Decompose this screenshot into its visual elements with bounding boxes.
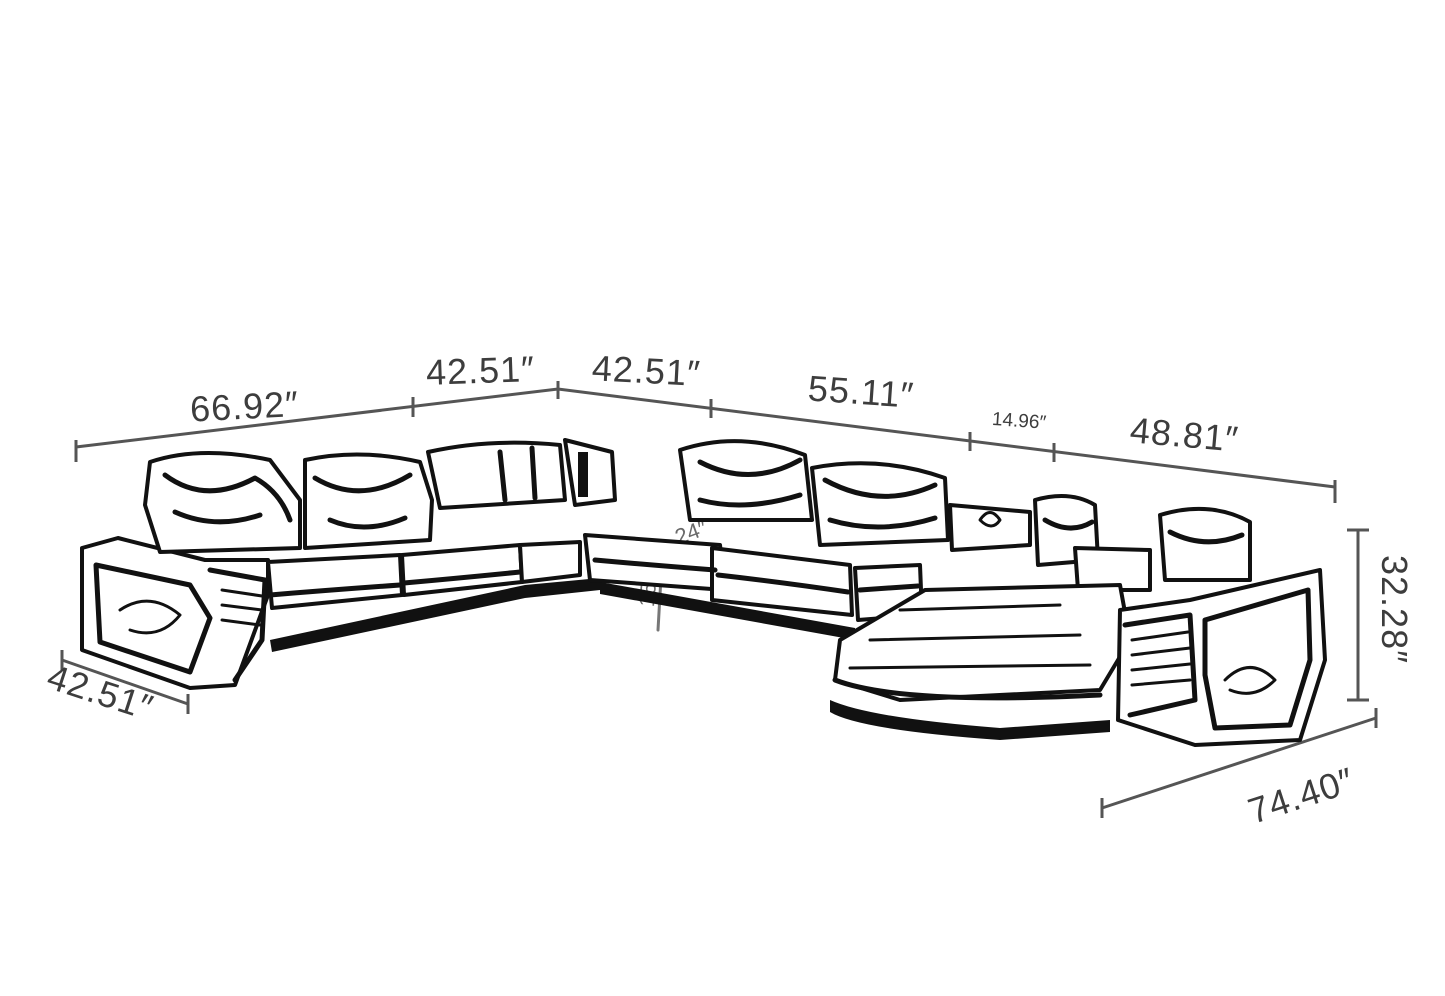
middle-section — [583, 439, 950, 617]
base-shadow-left — [270, 578, 600, 652]
dimension-label-top-1: 66.92″ — [189, 383, 300, 430]
dimension-label-right-height: 32.28″ — [1374, 555, 1415, 664]
dimension-label-top-4: 55.11″ — [807, 367, 916, 415]
left-seat-cushions — [266, 540, 582, 610]
sofa-drawing — [80, 438, 1327, 747]
dimension-label-top-3: 42.51″ — [591, 347, 702, 394]
base-shadow-middle — [600, 582, 855, 640]
right-height-dimension-line — [1347, 528, 1369, 702]
right-armrest — [1116, 568, 1327, 747]
top-dimension-line — [74, 381, 1337, 503]
dimension-label-top-6: 48.81″ — [1128, 409, 1240, 459]
left-armrest — [80, 536, 270, 690]
left-depth-dimension-line — [60, 650, 190, 714]
bottom-right-dimension-line — [1100, 708, 1378, 818]
dimension-label-top-5: 14.96″ — [991, 409, 1047, 434]
left-back-cushions — [143, 438, 617, 554]
base-shadow-chaise — [830, 700, 1110, 740]
dimension-label-top-2: 42.51″ — [425, 348, 535, 393]
chaise-seat — [832, 583, 1132, 702]
right-back-cushions — [1033, 494, 1252, 592]
dimension-label-bottom-right: 74.40″ — [1243, 759, 1359, 832]
